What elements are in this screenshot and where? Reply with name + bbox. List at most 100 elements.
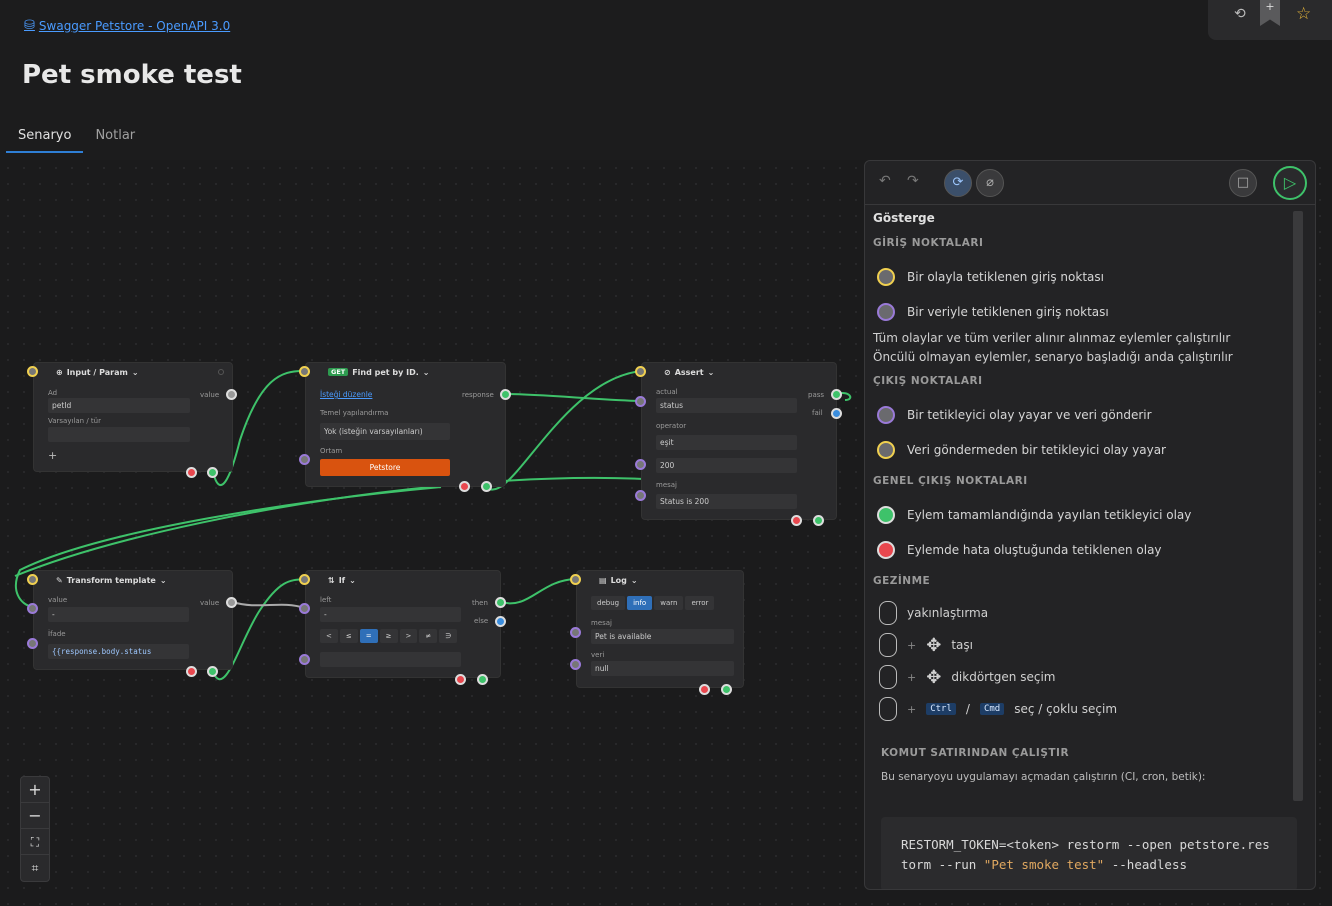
expected-field[interactable]: 200 xyxy=(656,458,797,473)
port-error[interactable] xyxy=(699,684,710,695)
port-done[interactable] xyxy=(813,515,824,526)
op-contains[interactable]: ∋ xyxy=(439,629,458,643)
run-button[interactable]: ▷ xyxy=(1273,166,1307,200)
bookmark-icon[interactable]: + xyxy=(1260,0,1280,26)
op-le[interactable]: ≤ xyxy=(339,629,358,643)
port-error[interactable] xyxy=(791,515,802,526)
port-out-value[interactable] xyxy=(226,389,237,400)
wire-find-to-transform xyxy=(14,486,442,608)
op-ne[interactable]: ≠ xyxy=(419,629,438,643)
port-out-value[interactable] xyxy=(226,597,237,608)
port-in-expected[interactable] xyxy=(635,459,646,470)
tab-bar: Senaryo Notlar xyxy=(6,124,147,153)
right-field[interactable] xyxy=(320,652,461,667)
redo-icon[interactable]: ↷ xyxy=(907,173,919,189)
port-in-data[interactable] xyxy=(299,454,310,465)
panel-toolbar: ↶ ↷ ⟳ ⌀ □ ▷ xyxy=(865,161,1315,205)
port-out-response[interactable] xyxy=(500,389,511,400)
port-in-value[interactable] xyxy=(27,603,38,614)
message-field[interactable]: Status is 200 xyxy=(656,494,797,509)
chevron-down-icon[interactable]: ⌄ xyxy=(131,367,139,377)
node-assert[interactable]: ⊘Assert⌄ actual status operator eşit 200… xyxy=(641,362,837,520)
config-select[interactable]: Yok (isteğin varsayılanları) xyxy=(320,423,450,440)
port-in-right[interactable] xyxy=(299,654,310,665)
actual-field[interactable]: status xyxy=(656,398,797,413)
stop-button[interactable]: □ xyxy=(1229,169,1257,197)
legend-text: Bir veriyle tetiklenen giriş noktası xyxy=(907,304,1109,319)
star-icon[interactable]: ☆ xyxy=(1296,4,1312,24)
chevron-down-icon[interactable]: ⌄ xyxy=(349,575,356,585)
chevron-down-icon[interactable]: ⌄ xyxy=(707,367,715,377)
fit-view-button[interactable]: ⛶ xyxy=(21,829,49,855)
data-field[interactable]: null xyxy=(591,661,734,676)
port-done[interactable] xyxy=(477,674,488,685)
port-in-event[interactable] xyxy=(27,366,38,377)
node-if[interactable]: ⇅If⌄ left - < ≤ = ≥ > ≠ ∋ then else xyxy=(305,570,501,678)
tab-senaryo[interactable]: Senaryo xyxy=(6,124,84,153)
wire-transform-to-if xyxy=(212,578,306,681)
level-warn[interactable]: warn xyxy=(654,596,684,610)
ad-field[interactable]: petId xyxy=(48,398,190,413)
chevron-down-icon[interactable]: ⌄ xyxy=(159,575,167,585)
port-then[interactable] xyxy=(495,597,506,608)
port-done[interactable] xyxy=(481,481,492,492)
history-icon[interactable]: ⟲ xyxy=(1234,6,1246,22)
op-lt[interactable]: < xyxy=(320,629,338,643)
level-debug[interactable]: debug xyxy=(591,596,626,610)
port-in-event[interactable] xyxy=(299,574,310,585)
port-in-data[interactable] xyxy=(570,659,581,670)
chevron-down-icon[interactable]: ⌄ xyxy=(630,575,638,585)
minimap-button[interactable]: ⌗ xyxy=(31,861,39,875)
left-field[interactable]: - xyxy=(320,607,461,622)
value-field[interactable]: - xyxy=(48,607,189,622)
port-done[interactable] xyxy=(207,666,218,677)
port-pass[interactable] xyxy=(831,389,842,400)
zoom-in-button[interactable]: + xyxy=(21,777,49,803)
panel-scrollbar[interactable] xyxy=(1293,211,1303,801)
default-field[interactable] xyxy=(48,427,190,442)
port-error[interactable] xyxy=(186,666,197,677)
undo-icon[interactable]: ↶ xyxy=(879,173,891,189)
zoom-out-button[interactable]: − xyxy=(21,803,49,829)
message-field[interactable]: Pet is available xyxy=(591,629,734,644)
port-error[interactable] xyxy=(459,481,470,492)
port-in-message[interactable] xyxy=(635,490,646,501)
expr-field[interactable]: {{response.body.status xyxy=(48,644,189,659)
level-info[interactable]: info xyxy=(627,596,653,610)
port-in-expr[interactable] xyxy=(27,638,38,649)
operator-select[interactable]: eşit xyxy=(656,435,797,450)
op-ge[interactable]: ≥ xyxy=(379,629,398,643)
tab-notlar[interactable]: Notlar xyxy=(95,128,136,143)
add-icon[interactable]: + xyxy=(48,449,58,462)
port-error[interactable] xyxy=(455,674,466,685)
port-fail[interactable] xyxy=(831,408,842,419)
port-else[interactable] xyxy=(495,616,506,627)
op-gt[interactable]: > xyxy=(399,629,418,643)
node-log[interactable]: ▤Log⌄ debug info warn error mesaj Pet is… xyxy=(576,570,744,688)
port-in-event[interactable] xyxy=(27,574,38,585)
op-eq[interactable]: = xyxy=(359,629,378,643)
port-in-event[interactable] xyxy=(635,366,646,377)
clear-button[interactable]: ⌀ xyxy=(976,169,1004,197)
port-in-message[interactable] xyxy=(570,627,581,638)
level-error[interactable]: error xyxy=(685,596,715,610)
port-in-left[interactable] xyxy=(299,603,310,614)
source-link[interactable]: ⛁ Swagger Petstore - OpenAPI 3.0 xyxy=(24,18,230,33)
port-done[interactable] xyxy=(721,684,732,695)
source-link-label[interactable]: Swagger Petstore - OpenAPI 3.0 xyxy=(38,18,231,33)
port-done[interactable] xyxy=(207,467,218,478)
env-button[interactable]: Petstore xyxy=(320,459,450,476)
port-in-actual[interactable] xyxy=(635,396,646,407)
method-badge: GET xyxy=(328,368,349,376)
chevron-down-icon[interactable]: ⌄ xyxy=(422,367,430,377)
port-error[interactable] xyxy=(186,467,197,478)
node-input-param[interactable]: ⊕Input / Param⌄ Ad petId Varsayılan / tü… xyxy=(33,362,233,472)
port-in-event[interactable] xyxy=(570,574,581,585)
edit-request-link[interactable]: İsteği düzenle xyxy=(320,390,373,399)
cli-code[interactable]: RESTORM_TOKEN=<token> restorm --open pet… xyxy=(881,817,1297,889)
port-in-event[interactable] xyxy=(299,366,310,377)
auto-layout-button[interactable]: ⟳ xyxy=(944,169,972,197)
legend-panel: ↶ ↷ ⟳ ⌀ □ ▷ Gösterge GİRİŞ NOKTALARI Bir… xyxy=(864,160,1316,890)
node-transform[interactable]: ✎Transform template⌄ value - İfade {{res… xyxy=(33,570,233,670)
